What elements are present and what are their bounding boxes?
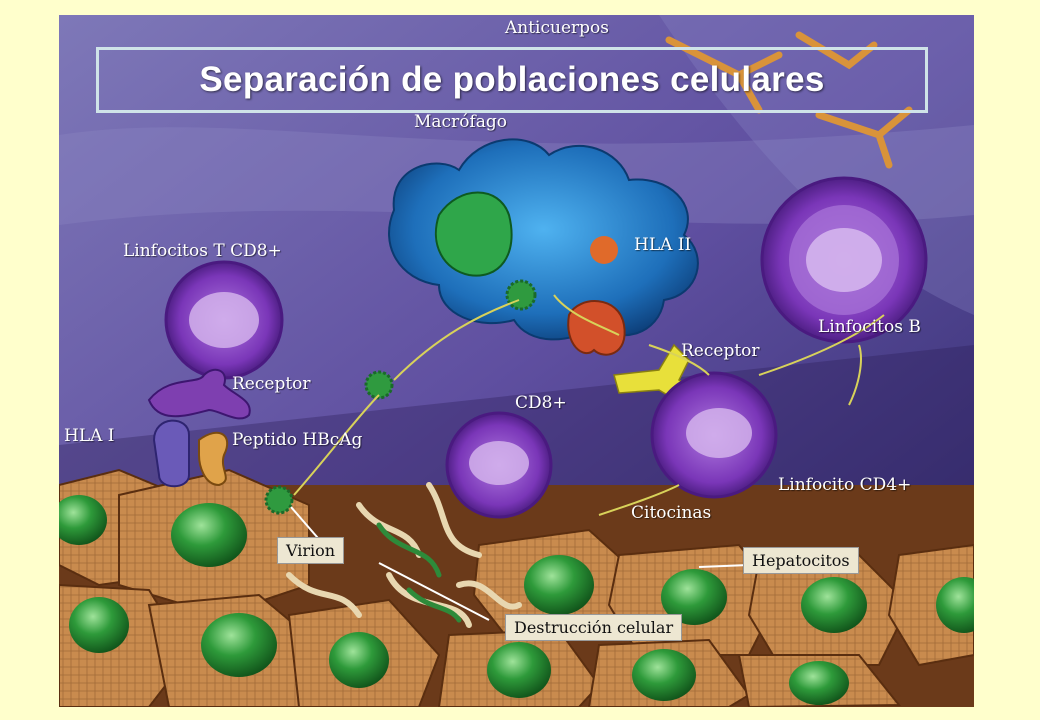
label-linfocitos-b: Linfocitos B (818, 317, 921, 337)
hla-i-shape (152, 419, 190, 488)
antibody-shapes (665, 31, 913, 169)
label-linfocitos-t-cd8: Linfocitos T CD8+ (123, 241, 282, 261)
label-peptido: Peptido HBcAg (232, 430, 363, 450)
label-macrofago: Macrófago (414, 112, 507, 132)
title-box: Separación de poblaciones celulares (96, 47, 928, 113)
virion-particles (264, 370, 394, 515)
label-linfocito-cd4: Linfocito CD4+ (778, 475, 912, 495)
immune-illustration (59, 15, 974, 707)
peptide-shape (198, 431, 229, 487)
label-cd8: CD8+ (515, 393, 567, 413)
macrophage-cell (388, 138, 699, 341)
label-citocinas: Citocinas (631, 503, 712, 523)
label-destruccion: Destrucción celular (505, 614, 683, 641)
label-hepatocitos: Hepatocitos (743, 547, 859, 574)
hepatocyte-layer (59, 468, 974, 707)
label-receptor-left: Receptor (232, 374, 311, 394)
receptor-purple (147, 368, 251, 420)
hla-ii-receptor (567, 300, 626, 356)
label-receptor-right: Receptor (681, 341, 760, 361)
label-anticuerpos: Anticuerpos (505, 18, 609, 38)
label-virion: Virion (277, 537, 345, 564)
slide-title: Separación de poblaciones celulares (199, 60, 825, 99)
label-hla-ii: HLA II (634, 235, 692, 255)
label-hla-i: HLA I (64, 426, 115, 446)
